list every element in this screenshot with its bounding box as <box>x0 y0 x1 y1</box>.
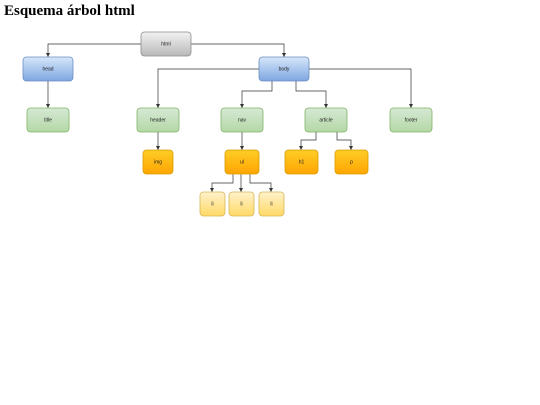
page-title: Esquema árbol html <box>4 3 135 19</box>
edge-body-footer <box>309 68 413 108</box>
node-box <box>136 107 180 133</box>
arrow-head-icon <box>282 53 286 57</box>
node-title: title <box>26 107 70 133</box>
node-label: article <box>319 117 333 123</box>
node-box <box>224 149 260 175</box>
arrow-head-icon <box>269 188 273 192</box>
node-label: img <box>154 159 162 165</box>
edge-ul-li3 <box>249 174 273 192</box>
node-box <box>26 107 70 133</box>
arrow-head-icon <box>240 104 244 108</box>
node-li2: li <box>228 191 255 217</box>
node-box <box>140 31 192 57</box>
node-box <box>284 149 319 175</box>
node-label: nav <box>238 117 247 123</box>
node-label: li <box>211 201 213 207</box>
node-box <box>22 56 74 82</box>
arrow-head-icon <box>210 188 214 192</box>
node-box <box>389 107 433 133</box>
arrow-head-icon <box>156 146 160 150</box>
edge-body-nav <box>240 81 273 108</box>
node-label: h1 <box>299 159 305 165</box>
node-p: p <box>334 149 369 175</box>
node-box <box>228 191 255 217</box>
node-h1: h1 <box>284 149 319 175</box>
edge-html-head <box>46 43 141 57</box>
edge-ul-li1 <box>210 174 234 192</box>
node-label: li <box>240 201 242 207</box>
edge-header-img <box>156 132 160 150</box>
node-label: ul <box>240 159 244 165</box>
node-label: head <box>42 66 53 72</box>
edge-body-article <box>295 81 328 108</box>
node-layer: html head body title header nav article footer i… <box>22 31 433 217</box>
node-li1: li <box>199 191 226 217</box>
node-label: title <box>44 117 52 123</box>
node-nav: nav <box>220 107 264 133</box>
node-article: article <box>304 107 348 133</box>
node-box <box>142 149 174 175</box>
edge-ul-li2 <box>239 174 243 192</box>
node-html: html <box>140 31 192 57</box>
node-header: header <box>136 107 180 133</box>
node-label: html <box>161 41 170 47</box>
arrow-head-icon <box>349 146 353 150</box>
arrow-head-icon <box>324 104 328 108</box>
node-label: header <box>150 117 166 123</box>
arrow-head-icon <box>46 104 50 108</box>
node-box <box>199 191 226 217</box>
arrow-head-icon <box>239 188 243 192</box>
arrow-head-icon <box>409 104 413 108</box>
node-box <box>334 149 369 175</box>
node-ul: ul <box>224 149 260 175</box>
edge-html-body <box>191 43 286 57</box>
edge-nav-ul <box>240 132 244 150</box>
node-box <box>220 107 264 133</box>
node-label: li <box>270 201 272 207</box>
arrow-head-icon <box>240 146 244 150</box>
arrow-head-icon <box>46 53 50 57</box>
edge-article-p <box>336 132 353 150</box>
edge-body-header <box>156 68 259 108</box>
edge-head-title <box>46 81 50 108</box>
node-box <box>258 191 285 217</box>
edge-article-h1 <box>299 132 317 150</box>
node-label: footer <box>405 117 418 123</box>
arrow-head-icon <box>156 104 160 108</box>
node-footer: footer <box>389 107 433 133</box>
node-box <box>304 107 348 133</box>
node-label: body <box>279 66 290 72</box>
node-li3: li <box>258 191 285 217</box>
node-box <box>258 56 310 82</box>
edge-layer <box>46 43 413 192</box>
node-label: p <box>350 159 353 165</box>
node-body: body <box>258 56 310 82</box>
node-head: head <box>22 56 74 82</box>
arrow-head-icon <box>299 146 303 150</box>
node-img: img <box>142 149 174 175</box>
